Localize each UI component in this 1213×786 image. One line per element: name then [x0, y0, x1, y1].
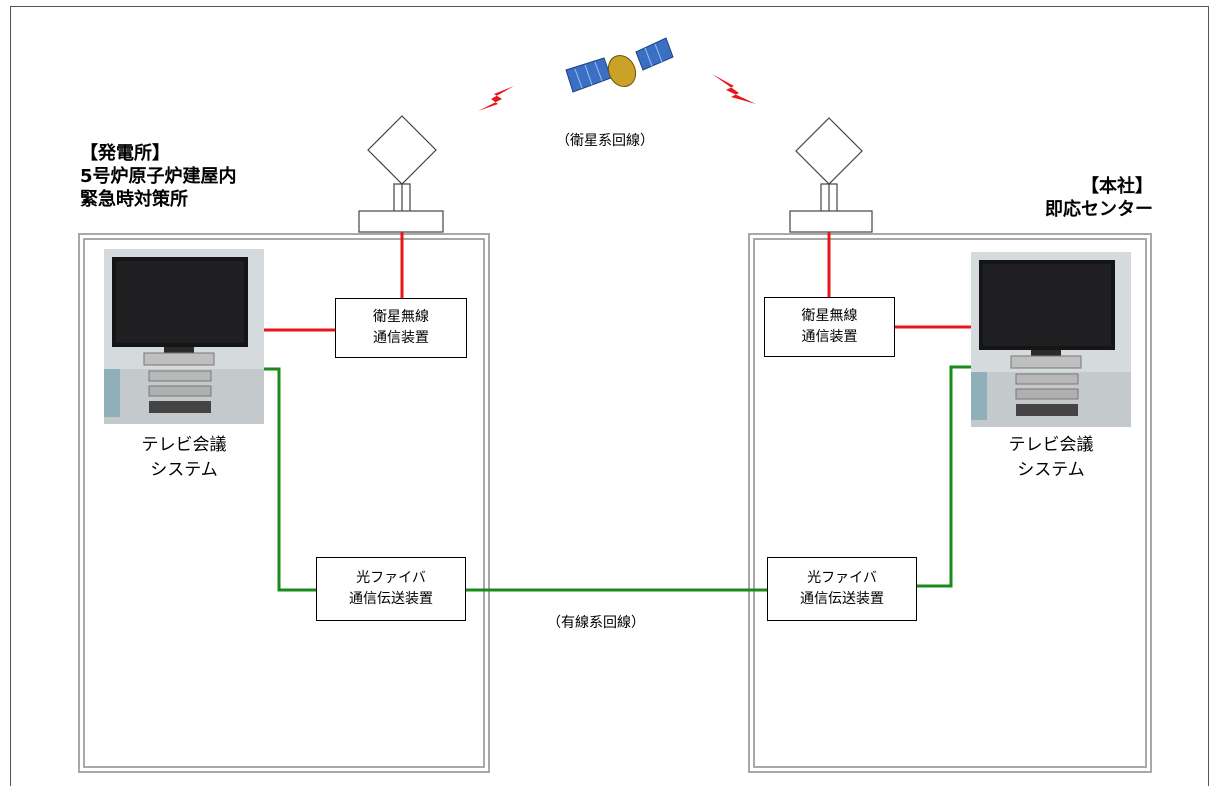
left-tv-caption-line: テレビ会議 — [141, 435, 227, 455]
wired-link-label: （有線系回線） — [547, 615, 645, 631]
left-satellite-radio-box: 衛星無線 通信装置 — [335, 298, 467, 358]
right-tv-photo — [971, 252, 1131, 427]
satellite-icon — [565, 37, 674, 93]
left-building — [78, 233, 490, 773]
left-tv-photo — [104, 249, 264, 424]
left-tv-caption-line: システム — [150, 460, 218, 480]
right-wired-line — [917, 365, 971, 588]
left-site-title-line: 緊急時対策所 — [80, 189, 188, 210]
box-line: 光ファイバ — [807, 570, 877, 586]
right-fiber-device-box: 光ファイバ 通信伝送装置 — [767, 557, 917, 621]
satellite-link-label: （衛星系回線） — [556, 133, 654, 149]
left-antenna-icon — [358, 115, 444, 233]
right-lightning-icon — [712, 74, 756, 104]
left-site-title-line: 【発電所】 — [80, 143, 170, 164]
left-tv-caption: テレビ会議 システム — [104, 433, 264, 483]
right-site-title: 【本社】 即応センター — [1045, 175, 1153, 221]
box-line: 通信装置 — [801, 329, 858, 345]
left-site-title: 【発電所】 5号炉原子炉建屋内 緊急時対策所 — [80, 142, 237, 211]
right-satellite-radio-box: 衛星無線 通信装置 — [764, 297, 895, 357]
box-line: 衛星無線 — [801, 308, 858, 324]
left-lightning-icon — [478, 86, 514, 111]
box-line: 通信伝送装置 — [349, 591, 433, 607]
left-fiber-device-box: 光ファイバ 通信伝送装置 — [316, 557, 466, 621]
box-line: 光ファイバ — [356, 570, 426, 586]
box-line: 衛星無線 — [373, 309, 429, 325]
right-tv-caption-line: システム — [1017, 460, 1085, 480]
diagram-frame — [10, 6, 1209, 786]
right-building — [748, 233, 1152, 773]
right-site-title-line: 【本社】 — [1081, 176, 1153, 197]
box-line: 通信装置 — [373, 330, 429, 346]
right-antenna-icon — [789, 117, 873, 233]
right-tv-caption-line: テレビ会議 — [1008, 435, 1094, 455]
box-line: 通信伝送装置 — [800, 591, 884, 607]
left-site-title-line: 5号炉原子炉建屋内 — [80, 166, 237, 187]
wired-line — [264, 367, 316, 592]
right-site-title-line: 即応センター — [1045, 199, 1153, 220]
right-tv-caption: テレビ会議 システム — [971, 433, 1131, 483]
